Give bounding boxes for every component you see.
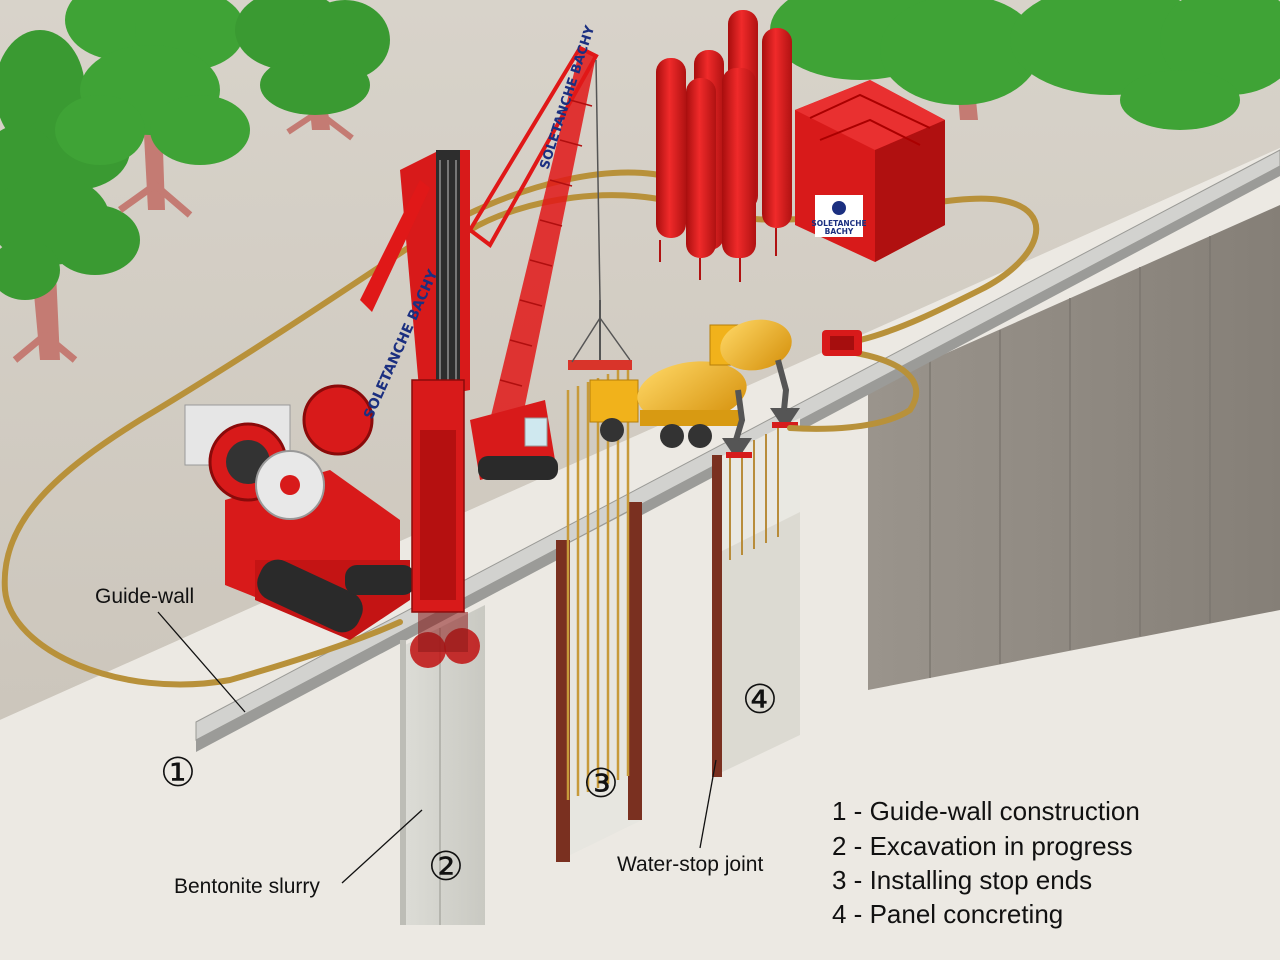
panel-4-concreting	[712, 408, 800, 777]
desanding-unit: SOLETANCHE BACHY	[795, 80, 945, 262]
trees	[0, 0, 1280, 363]
concrete-mixer-trucks	[589, 319, 792, 448]
legend-item-2: 2 - Excavation in progress	[832, 831, 1133, 861]
brand-logo-icon	[832, 201, 846, 215]
marker-2: ②	[428, 844, 464, 890]
mixer-truck	[709, 319, 792, 411]
tremie-hopper	[722, 408, 800, 458]
legend: 1 - Guide-wall construction 2 - Excavati…	[832, 796, 1140, 929]
bentonite-plant: SOLETANCHE BACHY	[656, 10, 945, 356]
water-stop-leader	[699, 759, 717, 849]
silos	[656, 10, 792, 282]
marker-3: ③	[583, 761, 619, 807]
water-stop-joint-label: Water-stop joint	[617, 853, 763, 876]
rig-body	[184, 384, 415, 640]
hose-reel	[208, 384, 374, 520]
slurry-leader	[341, 809, 423, 884]
brand-line-2: BACHY	[825, 227, 854, 236]
brand-line-1: SOLETANCHE	[811, 219, 866, 228]
panel-3-stop-ends	[556, 300, 642, 862]
panel-2-slurry-trench	[400, 605, 485, 925]
hydromill-rig: SOLETANCHE BACHY	[184, 150, 480, 668]
tree	[770, 0, 1280, 130]
tree	[55, 0, 250, 218]
mixer-truck	[589, 361, 747, 448]
pump	[822, 330, 862, 356]
completed-diaphragm-wall	[868, 205, 1280, 690]
hydromill-cutter	[410, 379, 480, 668]
legend-item-4: 4 - Panel concreting	[832, 899, 1063, 929]
guide-wall-leader	[157, 611, 246, 713]
bentonite-slurry-label: Bentonite slurry	[174, 875, 320, 898]
legend-item-1: 1 - Guide-wall construction	[832, 796, 1140, 826]
marker-4: ④	[742, 677, 778, 723]
callout-lines	[157, 611, 717, 884]
tree	[235, 0, 390, 141]
marker-1: ①	[160, 750, 196, 796]
legend-item-3: 3 - Installing stop ends	[832, 865, 1092, 895]
guide-wall-label: Guide-wall	[95, 585, 194, 608]
